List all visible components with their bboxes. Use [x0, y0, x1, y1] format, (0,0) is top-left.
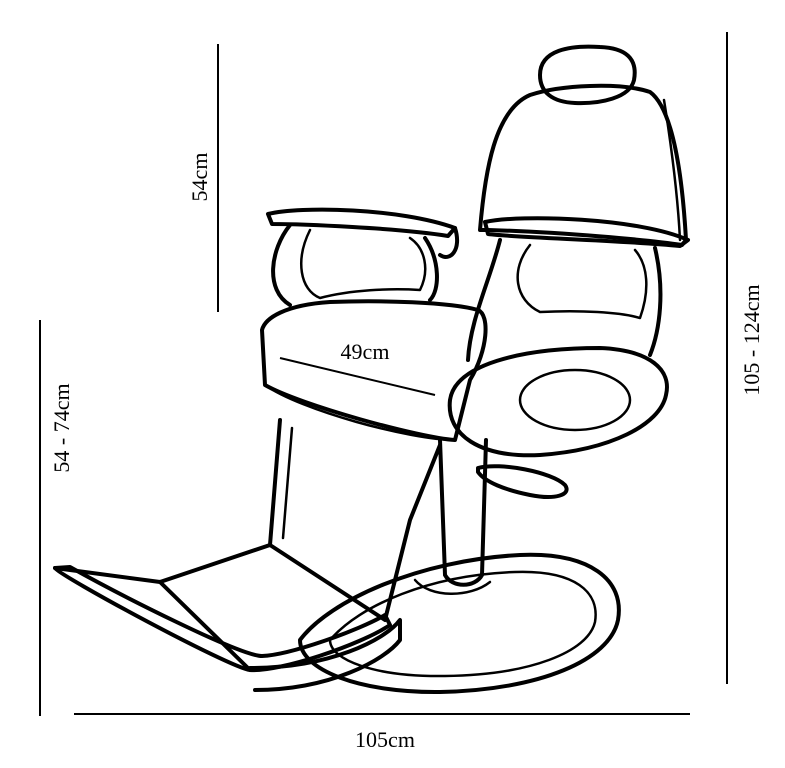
- chair-legrest: [268, 418, 442, 622]
- label-total-length: 105cm: [355, 727, 415, 752]
- label-backrest-height: 54cm: [187, 152, 212, 202]
- chair-footrest: [53, 565, 392, 673]
- label-seat-depth: 49cm: [340, 339, 390, 364]
- chair-seat: [260, 299, 488, 442]
- label-total-height: 105 - 124cm: [739, 284, 764, 396]
- chair-left-armrest: [266, 207, 457, 238]
- chair-right-armrest: [483, 216, 690, 248]
- chair-backrest: [478, 83, 688, 247]
- label-seat-height: 54 - 74cm: [49, 383, 74, 473]
- dim-line-seat-depth: [279, 357, 436, 396]
- chair-base: [298, 552, 621, 695]
- chair-column: [438, 438, 488, 587]
- chair-pedal: [476, 464, 569, 499]
- chair-arm-pad: [447, 346, 669, 458]
- chair-headrest: [538, 44, 637, 106]
